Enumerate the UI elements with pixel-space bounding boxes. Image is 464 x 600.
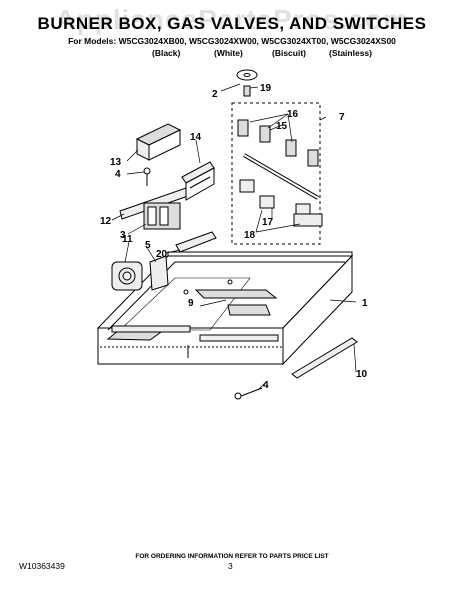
callout-10: 10 xyxy=(356,369,368,380)
spark-module xyxy=(111,261,143,291)
model-list: For Models: W5CG3024XB00, W5CG3024XW00, … xyxy=(68,36,396,46)
burner-cap xyxy=(236,69,258,97)
color-white: (White) xyxy=(214,48,243,58)
color-stainless: (Stainless) xyxy=(329,48,372,58)
insulator xyxy=(149,255,169,291)
callout-4-upper: 4 xyxy=(115,169,121,180)
mounting-bracket xyxy=(181,161,215,201)
watermark: AppliancePartsPros.com xyxy=(55,4,409,35)
callout-16: 16 xyxy=(287,109,299,120)
screw-upper xyxy=(143,167,151,186)
callout-1: 1 xyxy=(362,298,368,309)
callout-3: 3 xyxy=(120,230,126,241)
callout-14: 14 xyxy=(190,132,202,143)
ordering-note: FOR ORDERING INFORMATION REFER TO PARTS … xyxy=(135,553,329,560)
callout-17: 17 xyxy=(262,217,274,228)
callout-19: 19 xyxy=(260,83,272,94)
color-biscuit: (Biscuit) xyxy=(272,48,306,58)
back-panel xyxy=(175,231,217,253)
callout-15: 15 xyxy=(276,121,288,132)
color-black: (Black) xyxy=(152,48,181,58)
gas-valve-assembly xyxy=(231,102,323,245)
callout-18: 18 xyxy=(244,230,256,241)
switch-cover xyxy=(135,123,182,161)
document-number: W10363439 xyxy=(19,561,65,571)
callout-13: 13 xyxy=(110,157,122,168)
page-number: 3 xyxy=(228,561,233,571)
callout-12: 12 xyxy=(100,216,112,227)
callout-20: 20 xyxy=(156,249,168,260)
page-title: BURNER BOX, GAS VALVES, AND SWITCHES xyxy=(37,14,427,33)
trim-strip xyxy=(291,337,358,379)
callout-5: 5 xyxy=(145,240,151,251)
callout-7: 7 xyxy=(339,112,345,123)
callout-11: 11 xyxy=(122,234,133,245)
callout-9: 9 xyxy=(188,298,194,309)
burner-rail xyxy=(111,325,279,358)
callout-2: 2 xyxy=(212,89,218,100)
callout-4-lower: 4 xyxy=(263,380,269,391)
switch-assembly xyxy=(119,187,189,230)
